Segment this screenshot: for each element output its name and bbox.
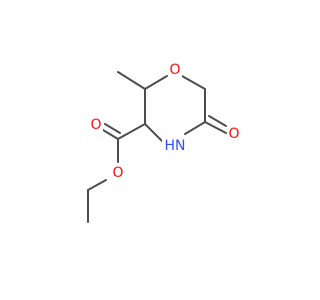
bond-layer — [87, 71, 227, 223]
bond-ester-o-double-a — [102, 129, 119, 140]
ester-ether-oxygen-label: O — [111, 165, 125, 181]
bond-methyl — [117, 71, 146, 90]
bond-o-c6 — [181, 75, 206, 90]
bond-c5-o-double-b — [208, 115, 227, 127]
bond-c3-ester — [117, 123, 146, 140]
bond-c2-o — [144, 75, 168, 90]
structure-canvas: O O HN O O — [87, 62, 241, 223]
bond-c5-n — [184, 121, 206, 135]
ester-carbonyl-oxygen-label: O — [89, 117, 103, 133]
ring-oxygen-label: O — [168, 62, 182, 78]
bond-o-ethyl — [87, 179, 107, 191]
ketone-oxygen-label: O — [227, 126, 241, 142]
bond-c5-o-double-a — [204, 121, 227, 134]
amine-label: HN — [162, 138, 188, 154]
bond-ester-o-double-b — [104, 123, 121, 134]
